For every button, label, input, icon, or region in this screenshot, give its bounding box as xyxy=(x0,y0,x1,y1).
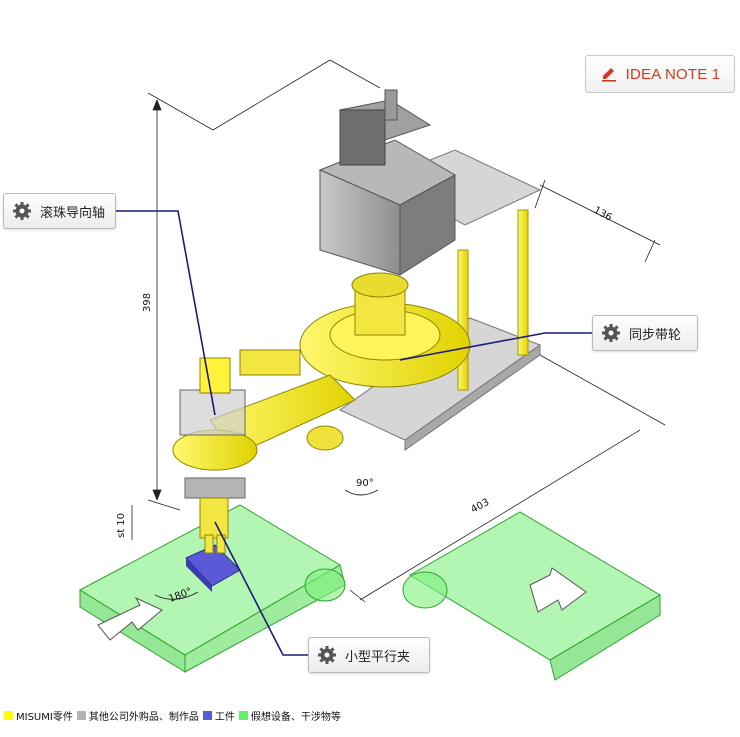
legend-item-workpiece: 工件 xyxy=(202,708,235,723)
rotation-arrows xyxy=(154,489,379,600)
legend-swatch xyxy=(202,711,212,720)
dimension-rotation-arm: 90° xyxy=(356,478,374,489)
legend-label: 其他公司外购品、制作品 xyxy=(88,712,199,723)
idea-note-button[interactable]: IDEA NOTE 1 xyxy=(585,55,735,93)
legend: MISUMI零件 其他公司外购品、制作品 工件 假想设备、干涉物等 xyxy=(4,708,345,723)
pencil-icon xyxy=(601,68,616,82)
legend-item-virtual: 假想设备、干涉物等 xyxy=(238,708,341,723)
legend-item-purchased: 其他公司外购品、制作品 xyxy=(76,708,199,723)
legend-swatch xyxy=(238,711,248,720)
gear-icon xyxy=(318,646,336,664)
dimension-width: 403 xyxy=(469,497,491,516)
dimension-lines xyxy=(131,59,666,603)
timing-pulley xyxy=(299,272,471,388)
callout-label: 同步带轮 xyxy=(629,327,682,343)
conveyor-right xyxy=(402,511,661,681)
callout-label: 滚珠导向轴 xyxy=(40,205,106,221)
gear-icon xyxy=(13,202,31,220)
legend-swatch xyxy=(76,711,86,720)
legend-item-misumi: MISUMI零件 xyxy=(4,708,73,723)
dimension-depth: 136 xyxy=(592,205,614,224)
arm xyxy=(209,349,356,456)
motor xyxy=(318,89,457,276)
callout-ball-guide-shaft[interactable]: 滚珠导向轴 xyxy=(3,193,116,229)
callout-label: 小型平行夹 xyxy=(345,649,411,665)
dimension-height: 398 xyxy=(142,293,153,312)
leader-lines xyxy=(115,210,592,656)
gear-icon xyxy=(602,324,620,342)
legend-swatch xyxy=(4,711,13,720)
legend-label: 假想设备、干涉物等 xyxy=(250,712,341,723)
callout-timing-pulley[interactable]: 同步带轮 xyxy=(592,315,698,351)
legend-label: 工件 xyxy=(214,712,235,723)
idea-note-label: IDEA NOTE 1 xyxy=(625,65,721,83)
end-unit xyxy=(172,357,258,554)
dimension-stroke: st 10 xyxy=(116,513,127,538)
legend-label: MISUMI零件 xyxy=(16,712,73,723)
callout-small-parallel-gripper[interactable]: 小型平行夹 xyxy=(308,637,430,673)
